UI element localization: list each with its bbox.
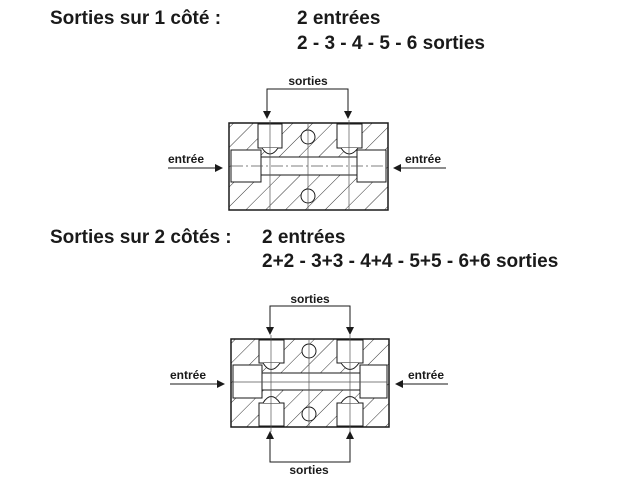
inlet-left-label: entrée (170, 368, 206, 382)
inlet-right-label: entrée (408, 368, 444, 382)
section1-outlets: 2 - 3 - 4 - 5 - 6 sorties (297, 33, 485, 54)
section1-inlets: 2 entrées (297, 8, 381, 29)
inlet-right-label: entrée (405, 152, 441, 166)
section2-title: Sorties sur 2 côtés : (50, 227, 232, 248)
section2-outlets: 2+2 - 3+3 - 4+4 - 5+5 - 6+6 sorties (262, 251, 559, 272)
outlet-label-bottom: sorties (289, 463, 329, 477)
outlet-label-top: sorties (290, 292, 330, 306)
inlet-left-label: entrée (168, 152, 204, 166)
outlet-label: sorties (288, 74, 328, 88)
manifold-one-side: sorties entrée entrée (168, 74, 446, 211)
section2-inlets: 2 entrées (262, 227, 346, 248)
manifold-two-sides: sorties sorties entrée entrée (170, 292, 448, 477)
section1-title: Sorties sur 1 côté : (50, 8, 222, 29)
